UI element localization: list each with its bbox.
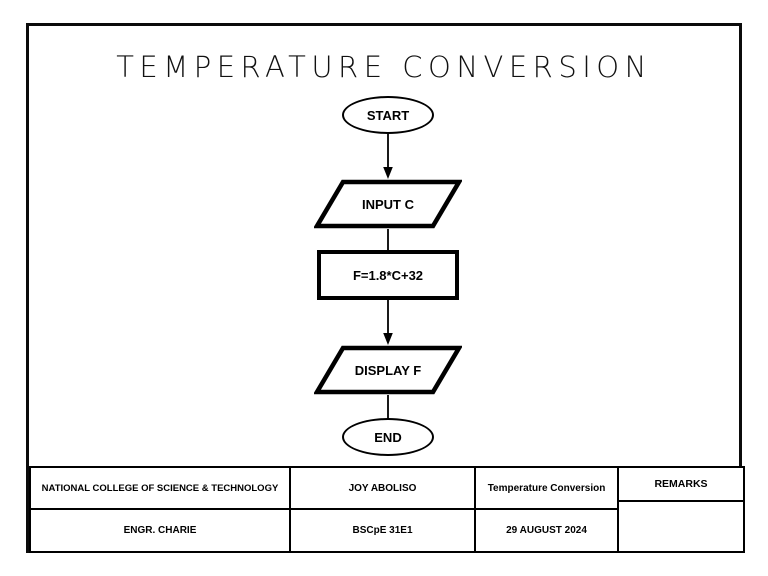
flow-node-start[interactable]	[342, 96, 434, 134]
titleblock-remarks-value[interactable]	[617, 500, 745, 553]
flowchart-canvas: START INPUT C	[29, 26, 745, 466]
titleblock-remarks-header: REMARKS	[617, 466, 745, 502]
diagram-frame: TEMPERATURE CONVERSION START INPUT C	[26, 23, 745, 553]
flow-node-process[interactable]	[317, 250, 459, 300]
flow-node-display[interactable]	[314, 345, 462, 395]
connector-start-to-input	[381, 134, 395, 179]
titleblock-student-name: JOY ABOLISO	[289, 466, 476, 510]
titleblock-topic: Temperature Conversion	[474, 466, 619, 510]
flow-node-input[interactable]	[314, 179, 462, 229]
flow-node-end[interactable]	[342, 418, 434, 456]
title-block: NATIONAL COLLEGE OF SCIENCE & TECHNOLOGY…	[29, 466, 745, 553]
titleblock-instructor: ENGR. CHARIE	[29, 508, 291, 553]
titleblock-section: BSCpE 31E1	[289, 508, 476, 553]
titleblock-date: 29 AUGUST 2024	[474, 508, 619, 553]
connector-process-to-display	[381, 300, 395, 345]
page-title: TEMPERATURE CONVERSION	[116, 50, 652, 84]
titleblock-school: NATIONAL COLLEGE OF SCIENCE & TECHNOLOGY	[29, 466, 291, 510]
